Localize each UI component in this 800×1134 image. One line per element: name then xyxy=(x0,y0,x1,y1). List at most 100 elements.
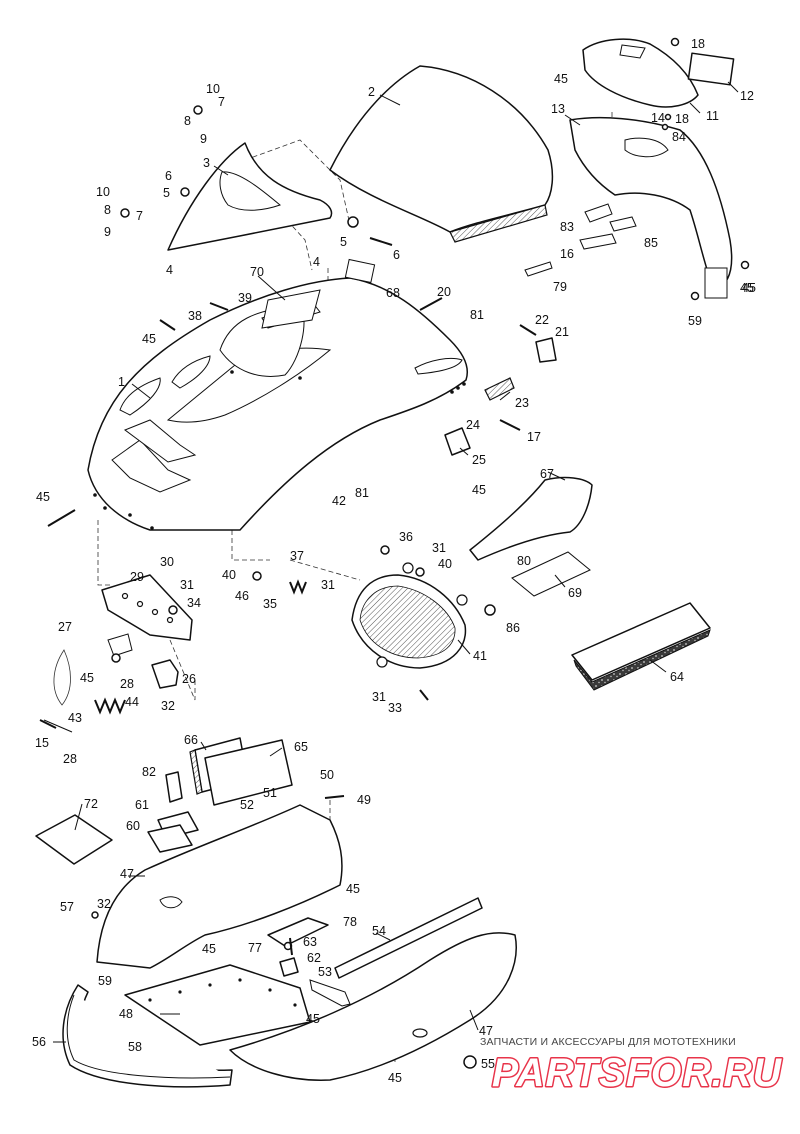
callout-29: 29 xyxy=(130,570,144,584)
callout-6a: 6 xyxy=(165,169,172,183)
callout-40b: 40 xyxy=(438,557,452,571)
callout-28a: 28 xyxy=(120,677,134,691)
decal-70 xyxy=(261,289,321,329)
callout-28b: 28 xyxy=(63,752,77,766)
fasteners xyxy=(39,37,750,956)
callout-50: 50 xyxy=(320,768,334,782)
callout-45i: 45 xyxy=(306,1012,320,1026)
callout-16: 16 xyxy=(560,247,574,261)
callout-84: 84 xyxy=(672,130,686,144)
callout-7a: 7 xyxy=(218,95,225,109)
callout-5b: 5 xyxy=(340,235,347,249)
headlight-bracket-29 xyxy=(101,574,193,641)
grommet-55 xyxy=(463,1055,477,1069)
clip-21 xyxy=(535,337,557,363)
callout-66: 66 xyxy=(184,733,198,747)
callout-37: 37 xyxy=(290,549,304,563)
callout-9b: 9 xyxy=(104,225,111,239)
headlight xyxy=(351,562,468,669)
callout-leaders xyxy=(53,81,739,1043)
tie-79 xyxy=(524,261,553,277)
callout-45k: 45 xyxy=(742,281,756,295)
callout-32a: 32 xyxy=(161,699,175,713)
bottom-pan xyxy=(96,804,343,969)
callout-31a: 31 xyxy=(180,578,194,592)
nose-pan-47 xyxy=(229,932,517,1081)
callout-86: 86 xyxy=(506,621,520,635)
callout-5a: 5 xyxy=(163,186,170,200)
callout-49: 49 xyxy=(357,793,371,807)
spring-35 xyxy=(289,579,307,595)
callout-59b: 59 xyxy=(98,974,112,988)
callout-81b: 81 xyxy=(355,486,369,500)
callout-40a: 40 xyxy=(222,568,236,582)
callout-83: 83 xyxy=(560,220,574,234)
callout-45b: 45 xyxy=(740,281,754,295)
clip-83 xyxy=(584,203,613,223)
callout-63: 63 xyxy=(303,935,317,949)
callout-46: 46 xyxy=(235,589,249,603)
callout-27: 27 xyxy=(58,620,72,634)
callout-33: 33 xyxy=(388,701,402,715)
callout-21: 21 xyxy=(555,325,569,339)
callout-51: 51 xyxy=(263,786,277,800)
pad-77 xyxy=(267,917,329,947)
callout-42: 42 xyxy=(332,494,346,508)
callout-26: 26 xyxy=(182,672,196,686)
bracket-16 xyxy=(579,233,617,250)
callout-4a: 4 xyxy=(166,263,173,277)
callout-3: 3 xyxy=(203,156,210,170)
callout-32b: 32 xyxy=(97,897,111,911)
skid-plate xyxy=(124,964,311,1046)
foam-pad-64 xyxy=(571,602,711,691)
watermark-logo-text: PARTSFOR.RU xyxy=(492,1051,782,1094)
tape-85 xyxy=(609,216,637,232)
callout-36: 36 xyxy=(399,530,413,544)
callout-7b: 7 xyxy=(136,209,143,223)
side-guard-67 xyxy=(469,476,593,561)
decal-69 xyxy=(511,551,591,597)
callout-62: 62 xyxy=(307,951,321,965)
callout-60: 60 xyxy=(126,819,140,833)
callout-45g: 45 xyxy=(346,882,360,896)
hood-rivets xyxy=(93,370,466,530)
callout-81a: 81 xyxy=(470,308,484,322)
sheet-72 xyxy=(35,814,113,865)
callout-9a: 9 xyxy=(200,132,207,146)
side-deflector xyxy=(167,142,333,251)
callout-18a: 18 xyxy=(691,37,705,51)
callout-38: 38 xyxy=(188,309,202,323)
callout-82: 82 xyxy=(142,765,156,779)
callout-22: 22 xyxy=(535,313,549,327)
callout-30: 30 xyxy=(160,555,174,569)
callout-10a: 10 xyxy=(206,82,220,96)
cable-43 xyxy=(43,649,73,733)
callout-47a: 47 xyxy=(120,867,134,881)
callout-45a: 45 xyxy=(554,72,568,86)
bracket-82 xyxy=(165,771,183,803)
callout-14: 14 xyxy=(651,111,665,125)
sheet-66-edge xyxy=(189,749,203,795)
callout-68: 68 xyxy=(386,286,400,300)
bracket-26 xyxy=(151,659,179,689)
callouts: 1 2 3 4 4 5 5 6 6 7 7 8 8 9 9 10 10 11 1… xyxy=(32,37,756,1085)
callout-80: 80 xyxy=(517,554,531,568)
callout-10b: 10 xyxy=(96,185,110,199)
callout-72: 72 xyxy=(84,797,98,811)
callout-23: 23 xyxy=(515,396,529,410)
callout-64: 64 xyxy=(670,670,684,684)
callout-45j: 45 xyxy=(388,1071,402,1085)
callout-69: 69 xyxy=(568,586,582,600)
callout-45c: 45 xyxy=(142,332,156,346)
callout-31d: 31 xyxy=(372,690,386,704)
callout-45d: 45 xyxy=(36,490,50,504)
callout-67: 67 xyxy=(540,467,554,481)
callout-31b: 31 xyxy=(321,578,335,592)
callout-48: 48 xyxy=(119,1007,133,1021)
windshield xyxy=(329,65,554,243)
callout-65: 65 xyxy=(294,740,308,754)
callout-15: 15 xyxy=(35,736,49,750)
callout-52: 52 xyxy=(240,798,254,812)
callout-55: 55 xyxy=(481,1057,495,1071)
